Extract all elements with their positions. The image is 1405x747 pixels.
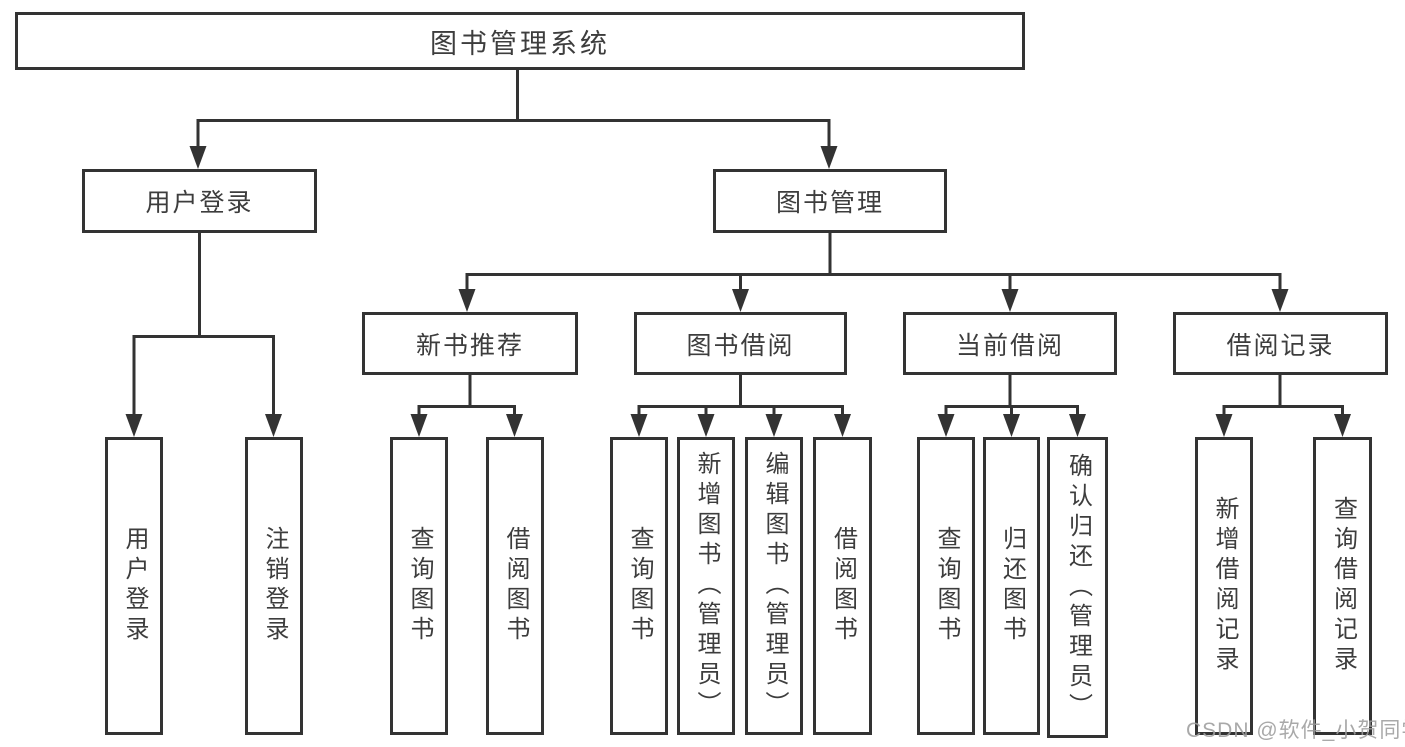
node-group-borrow-records: 借阅记录 [1173, 312, 1388, 375]
node-group-label: 图书借阅 [686, 331, 795, 360]
node-leaf-label: 查询图书 [933, 526, 960, 646]
node-leaf-label: 查询图书 [406, 526, 433, 646]
node-leaf-query-borrow-record: 查询借阅记录 [1313, 437, 1372, 735]
node-leaf-label: 查询图书 [626, 526, 653, 646]
node-leaf-return-books: 归还图书 [983, 437, 1040, 735]
node-leaf-label: 注销登录 [261, 526, 288, 646]
node-leaf-label: 借阅图书 [502, 526, 529, 646]
node-leaf-add-borrow-record: 新增借阅记录 [1195, 437, 1253, 735]
node-leaf-user-login: 用户登录 [105, 437, 163, 735]
node-leaf-label: 借阅图书 [829, 526, 857, 646]
node-group-book-borrow: 图书借阅 [634, 312, 847, 375]
node-group-label: 当前借阅 [955, 331, 1064, 360]
node-leaf-label: 新增图书（管理员） [693, 451, 720, 721]
node-leaf-query-books-1: 查询图书 [390, 437, 448, 735]
node-group-label: 借阅记录 [1226, 331, 1335, 360]
node-leaf-query-books-3: 查询图书 [917, 437, 975, 735]
node-leaf-label: 用户登录 [121, 526, 148, 646]
node-leaf-label: 编辑图书（管理员） [761, 451, 788, 721]
node-leaf-label: 新增借阅记录 [1211, 496, 1238, 676]
node-leaf-label: 确认归还（管理员） [1064, 452, 1092, 723]
node-leaf-query-books-2: 查询图书 [610, 437, 668, 735]
node-leaf-label: 归还图书 [998, 526, 1026, 646]
node-leaf-borrow-books-1: 借阅图书 [486, 437, 544, 735]
node-leaf-label: 查询借阅记录 [1329, 496, 1357, 676]
node-leaf-add-books-admin: 新增图书（管理员） [677, 437, 735, 735]
node-user-login-branch-label: 用户登录 [145, 189, 254, 217]
node-group-current-borrow: 当前借阅 [903, 312, 1117, 375]
node-book-management-branch-label: 图书管理 [775, 189, 884, 217]
node-leaf-confirm-return-admin: 确认归还（管理员） [1047, 437, 1108, 738]
node-group-new-book-recommend: 新书推荐 [362, 312, 578, 375]
node-leaf-borrow-books-2: 借阅图书 [813, 437, 872, 735]
node-book-management-branch: 图书管理 [713, 169, 947, 233]
node-user-login-branch: 用户登录 [82, 169, 317, 233]
node-leaf-edit-books-admin: 编辑图书（管理员） [745, 437, 803, 735]
node-group-label: 新书推荐 [415, 331, 524, 360]
node-leaf-logout: 注销登录 [245, 437, 303, 735]
node-root-system: 图书管理系统 [15, 12, 1025, 70]
csdn-watermark: CSDN @软件_小贺同学 [1186, 719, 1405, 742]
node-root-label: 图书管理系统 [430, 28, 610, 59]
